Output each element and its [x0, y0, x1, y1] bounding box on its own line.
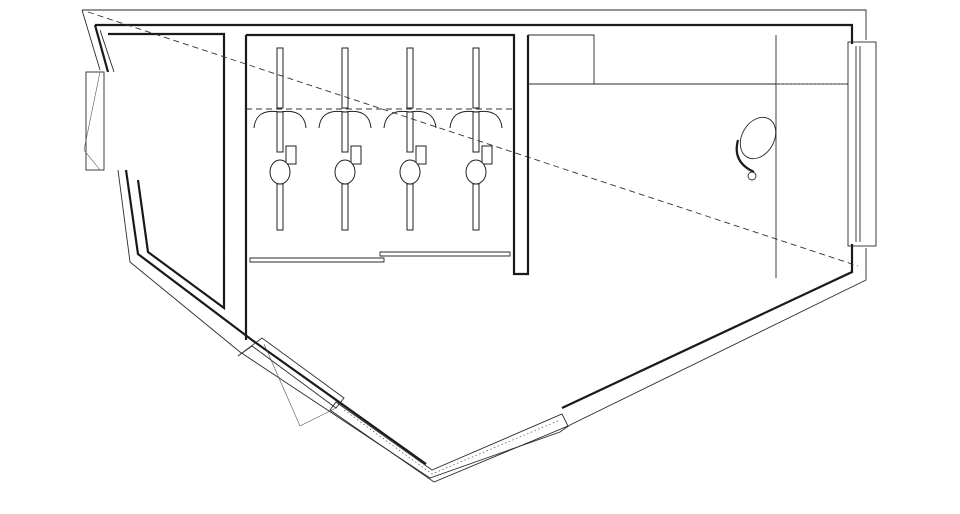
chair-leg — [747, 171, 757, 181]
right-window — [847, 41, 877, 247]
bike-fork — [341, 111, 349, 153]
bike-rear-wheel — [472, 183, 480, 231]
bike-front-wheel — [406, 47, 414, 109]
bike-fork — [276, 111, 284, 153]
chair-seat — [739, 116, 777, 160]
bike-front-wheel — [276, 47, 284, 109]
bike-frame — [481, 145, 493, 165]
bike — [449, 47, 503, 231]
lower-door-leaf — [263, 343, 337, 427]
left-door-frame — [85, 71, 105, 171]
left-room-wall — [108, 32, 226, 311]
bike-frame — [415, 145, 427, 165]
bike-frame — [285, 145, 297, 165]
bike — [318, 47, 372, 231]
bike-rear-wheel — [406, 183, 414, 231]
lower-window — [329, 401, 569, 483]
section-cut-line — [87, 11, 859, 267]
lower-door — [237, 337, 345, 427]
bike-saddle — [465, 159, 487, 185]
left-door — [83, 71, 105, 171]
bike-rear-wheel — [341, 183, 349, 231]
lower-door-frame — [237, 337, 345, 409]
lower-window-frame — [329, 401, 569, 483]
interior-wall-outline — [93, 23, 854, 465]
bike-fork — [472, 111, 480, 153]
bike-saddle — [334, 159, 356, 185]
right-room — [528, 34, 848, 278]
bike-fork — [406, 111, 414, 153]
lower-window-glass — [343, 409, 561, 475]
bike — [253, 47, 307, 231]
right-window-frame — [847, 41, 877, 247]
exterior-outline — [81, 9, 867, 479]
bike-storage-wall — [244, 33, 530, 340]
bike-storage-sliding-door-a — [249, 257, 385, 263]
bike-storage-sliding-door-b — [379, 251, 511, 257]
left-door-leaf — [83, 71, 101, 171]
right-room-partition — [528, 34, 848, 278]
bike-frame — [350, 145, 362, 165]
bike-storage — [244, 33, 530, 340]
chair-back — [735, 139, 755, 174]
bike-rear-wheel — [276, 183, 284, 231]
left-room-inner — [99, 29, 115, 73]
bike-saddle — [399, 159, 421, 185]
bike-saddle — [269, 159, 291, 185]
left-room — [99, 29, 226, 311]
outer-walls — [81, 9, 867, 479]
bike-front-wheel — [341, 47, 349, 109]
bike-front-wheel — [472, 47, 480, 109]
chair — [735, 116, 777, 181]
bike — [383, 47, 437, 231]
bikes — [253, 47, 503, 231]
